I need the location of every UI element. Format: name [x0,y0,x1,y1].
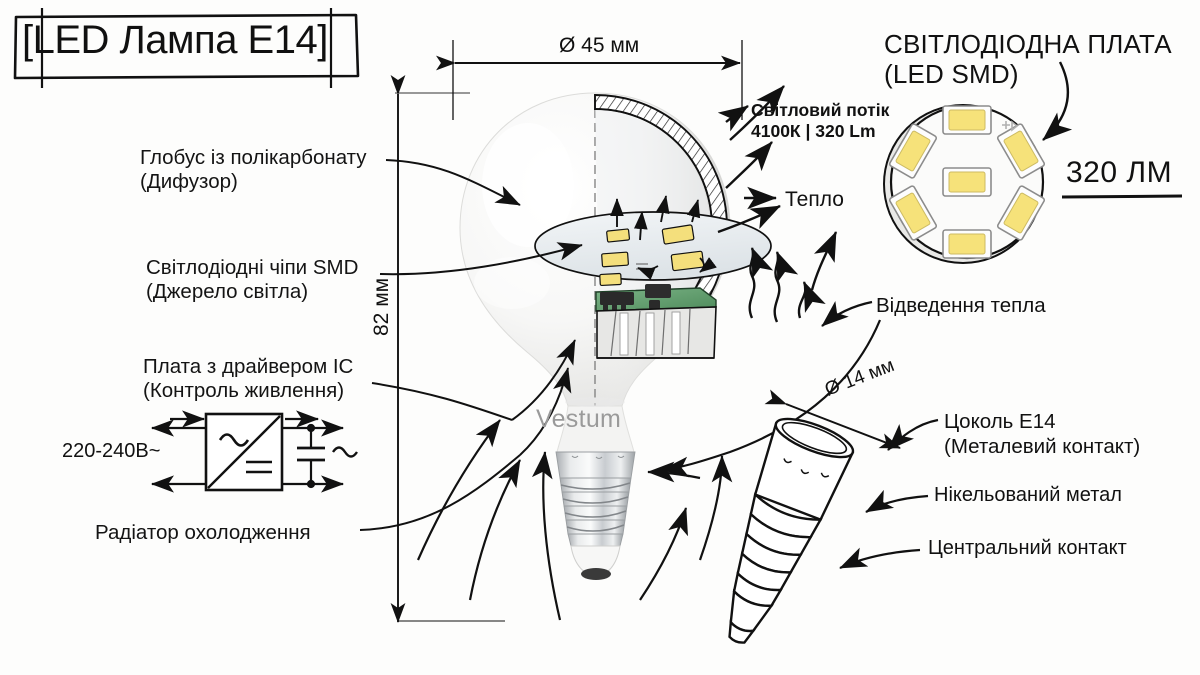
label-globe-diffuser: Глобус із полікарбонату (Дифузор) [140,146,367,194]
label-nickel-metal: Нікельований метал [934,484,1122,506]
e14-base-illustration [728,417,855,644]
leader-heat-dissipation [821,300,873,327]
led-chip [942,105,992,135]
label-radiator: Радіатор охолодження [95,521,311,544]
circuit-diagram [150,410,358,493]
label-heat-dissipation: Відведення тепла [876,294,1046,317]
label-led-board-title: СВІТЛОДІОДНА ПЛАТА (LED SMD) [884,29,1172,89]
leader-lines-left [359,159,583,531]
led-chip [888,123,938,179]
internal-driver-pcb [595,284,717,359]
label-heat: Тепло [785,188,844,211]
title-box: [LED Лампа E14] [14,14,358,76]
led-chip [942,229,992,259]
dimension-label-globe-diameter: Ø 45 мм [559,34,640,57]
label-smd-chips: Світлодіодні чіпи SMD (Джерело світла) [146,256,359,304]
internal-led-board [534,195,772,287]
bulb-e14-base [555,451,636,580]
lumens-underline [1061,194,1183,199]
label-central-contact: Центральний контакт [928,537,1127,559]
page-title: [LED Лампа E14] [22,18,328,62]
product-brand: Vestum [536,405,622,433]
led-chip [888,185,938,241]
dimension-base-diameter [764,389,901,449]
bulb-illustration [459,92,772,580]
leader-led-board [1042,61,1073,141]
led-chip [942,167,992,197]
led-smd-board-illustration [883,104,1046,264]
label-light-flux: Світловий потік 4100К | 320 Lm [751,100,890,142]
label-input-voltage: 220-240В~ [62,440,161,462]
dimension-total-height [390,75,505,623]
label-driver-ic: Плата з драйвером IC (Контроль живлення) [143,355,354,403]
led-chip [996,123,1046,179]
led-chip [996,185,1046,241]
convection-loop [416,319,882,621]
label-base-e14: Цоколь E14 (Металевий контакт) [944,410,1141,458]
leader-lines-base [839,418,939,570]
leader-light-flux [717,105,749,132]
leader-bulb-base [647,461,701,483]
dimension-label-height: 82 мм [370,277,393,336]
title-frame [13,8,360,88]
label-lumens: 320 ЛМ [1066,156,1173,189]
heat-flow-arrows [717,85,838,323]
